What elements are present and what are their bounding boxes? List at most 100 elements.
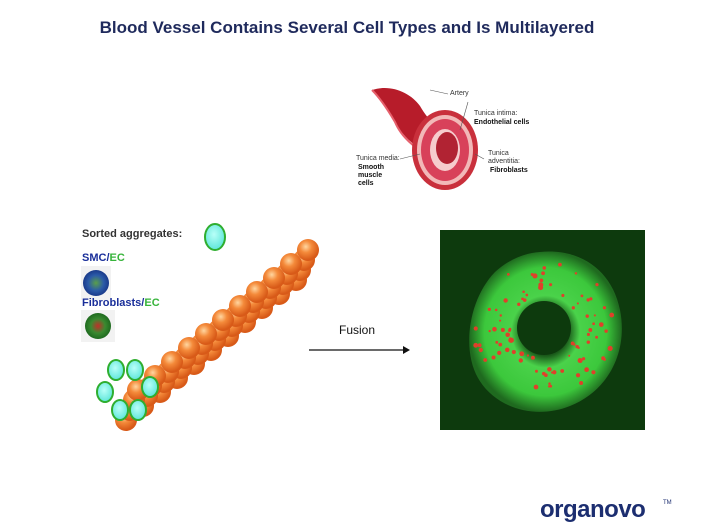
red-cell-dot (483, 358, 488, 362)
red-cell-dot (530, 355, 535, 360)
red-cell-dots (473, 262, 615, 390)
leader-media (399, 153, 421, 160)
cell-pellet (126, 359, 144, 381)
sphere-rows (115, 239, 319, 431)
red-cell-dot (499, 314, 502, 317)
label-artery: Artery (450, 90, 469, 97)
spheroid (212, 309, 234, 331)
red-cell-dot (595, 283, 599, 287)
red-cell-dot (558, 262, 562, 267)
cell-pellet (111, 399, 129, 421)
red-cell-dot (541, 371, 546, 376)
red-cell-dot (492, 326, 497, 332)
red-cell-dot (507, 328, 512, 332)
label-intima-cells: Endothelial cells (474, 119, 530, 126)
fibroblast-ec-aggregate-image (85, 313, 111, 339)
red-cell-dot (593, 314, 596, 317)
leader-artery (429, 89, 449, 95)
fusion-arrow (309, 346, 410, 354)
smc-sep: / (106, 252, 110, 264)
sphere-lattice (81, 223, 319, 431)
red-cell-dot (508, 337, 514, 343)
red-cell-dot (506, 272, 510, 276)
leader-intima (459, 101, 469, 131)
red-cell-dot (550, 371, 554, 374)
red-cell-dot (549, 384, 553, 388)
red-cell-dot (552, 370, 557, 375)
red-cell-dot (584, 367, 589, 373)
artery-illustration: Artery Tunica intima: Endothelial cells … (350, 82, 550, 200)
slide-title: Blood Vessel Contains Several Cell Types… (99, 18, 595, 37)
red-cell-dot (498, 342, 503, 347)
cell-pellet (107, 359, 125, 381)
red-cell-dot (572, 343, 576, 346)
label-media-heading: Tunica media: (356, 155, 400, 162)
red-cell-dot (607, 345, 613, 352)
label-intima-heading: Tunica intima: (474, 110, 518, 117)
red-cell-dot (497, 350, 502, 356)
red-cell-dot (541, 271, 545, 276)
ec-text: EC (109, 252, 125, 264)
red-cell-dot (499, 319, 502, 322)
spheroid (263, 267, 285, 289)
red-cell-dot (574, 272, 578, 275)
red-cell-dot (503, 298, 508, 303)
red-cell-dot (532, 273, 538, 279)
red-cell-dot (609, 312, 615, 318)
spheroid (195, 323, 217, 345)
red-cell-dot (473, 326, 478, 331)
label-adventitia-heading: Tunica (488, 150, 509, 157)
label-media-muscle: muscle (358, 172, 383, 179)
red-cell-dot (538, 282, 544, 288)
red-cell-dot (533, 384, 539, 390)
spheroid (229, 295, 251, 317)
red-cell-dot (477, 343, 482, 348)
red-cell-dot (591, 370, 596, 375)
red-cell-dot (585, 314, 589, 318)
red-cell-dot (519, 351, 525, 357)
artery-drawing (371, 87, 485, 190)
red-cell-dot (525, 293, 529, 297)
red-cell-dot (588, 328, 593, 332)
sorted-aggregates-title: Sorted aggregates: (82, 228, 183, 240)
red-cell-dot (542, 266, 547, 270)
spheroid (246, 281, 268, 303)
label-adventitia-heading-2: adventitia: (488, 158, 520, 165)
red-cell-dot (577, 358, 583, 364)
cell-pellet (141, 376, 159, 398)
red-cell-dot (560, 369, 565, 373)
red-cell-dot (571, 306, 575, 310)
label-media-cells: cells (358, 180, 374, 187)
red-cell-dot (505, 347, 510, 353)
red-cell-dot (595, 335, 599, 339)
smc-ec-label: SMC/EC (82, 252, 125, 264)
fibroblasts-sep: / (141, 297, 145, 309)
cell-pellet (129, 399, 147, 421)
red-cell-dot (539, 278, 544, 283)
label-adventitia-cells: Fibroblasts (490, 167, 528, 174)
red-cell-dot (473, 342, 479, 348)
fibroblast-ec-label: Fibroblasts/EC (82, 297, 160, 309)
cell-pellet (96, 381, 114, 403)
red-cell-dot (487, 307, 491, 311)
red-cell-dot (518, 358, 523, 363)
ec-text-2: EC (144, 297, 160, 309)
red-cell-dot (547, 367, 552, 372)
red-cell-dot (526, 354, 530, 357)
red-cell-dot (568, 354, 571, 357)
red-cell-dot (561, 293, 565, 297)
red-cell-dot (511, 349, 516, 355)
red-cell-dot (548, 382, 551, 385)
red-cell-dot (577, 346, 580, 349)
red-cell-dot (505, 332, 510, 338)
red-cell-dot (494, 308, 498, 312)
red-cell-dot (589, 297, 593, 301)
cell-pellet (204, 223, 226, 251)
smc-text: SMC (82, 252, 107, 264)
red-cell-dot (522, 290, 525, 294)
red-cell-dot (586, 332, 591, 337)
red-cell-dot (500, 327, 505, 332)
red-cell-dot (488, 329, 491, 333)
red-cell-dot (581, 357, 586, 361)
red-cell-dot (517, 302, 521, 306)
